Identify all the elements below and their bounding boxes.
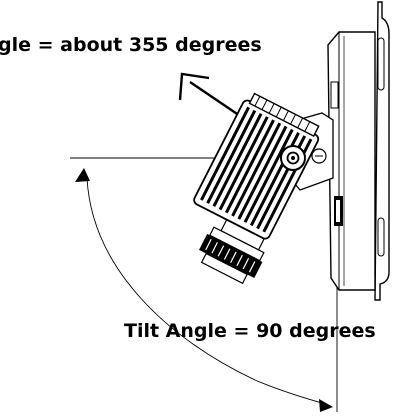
tilt-arc-arrowhead-bottom <box>319 399 333 412</box>
lens-focus-ring <box>199 233 263 279</box>
lens-assembly <box>199 215 267 285</box>
tilt-arc <box>86 177 329 406</box>
pan-angle-label: gle = about 355 degrees <box>0 34 262 56</box>
tilt-angle-label: Tilt Angle = 90 degrees <box>124 320 376 342</box>
screw-icon <box>280 145 306 171</box>
wall-mount-bracket <box>327 1 390 301</box>
camera-housing <box>193 92 320 240</box>
tilt-arc-arrowhead-top <box>75 168 90 182</box>
